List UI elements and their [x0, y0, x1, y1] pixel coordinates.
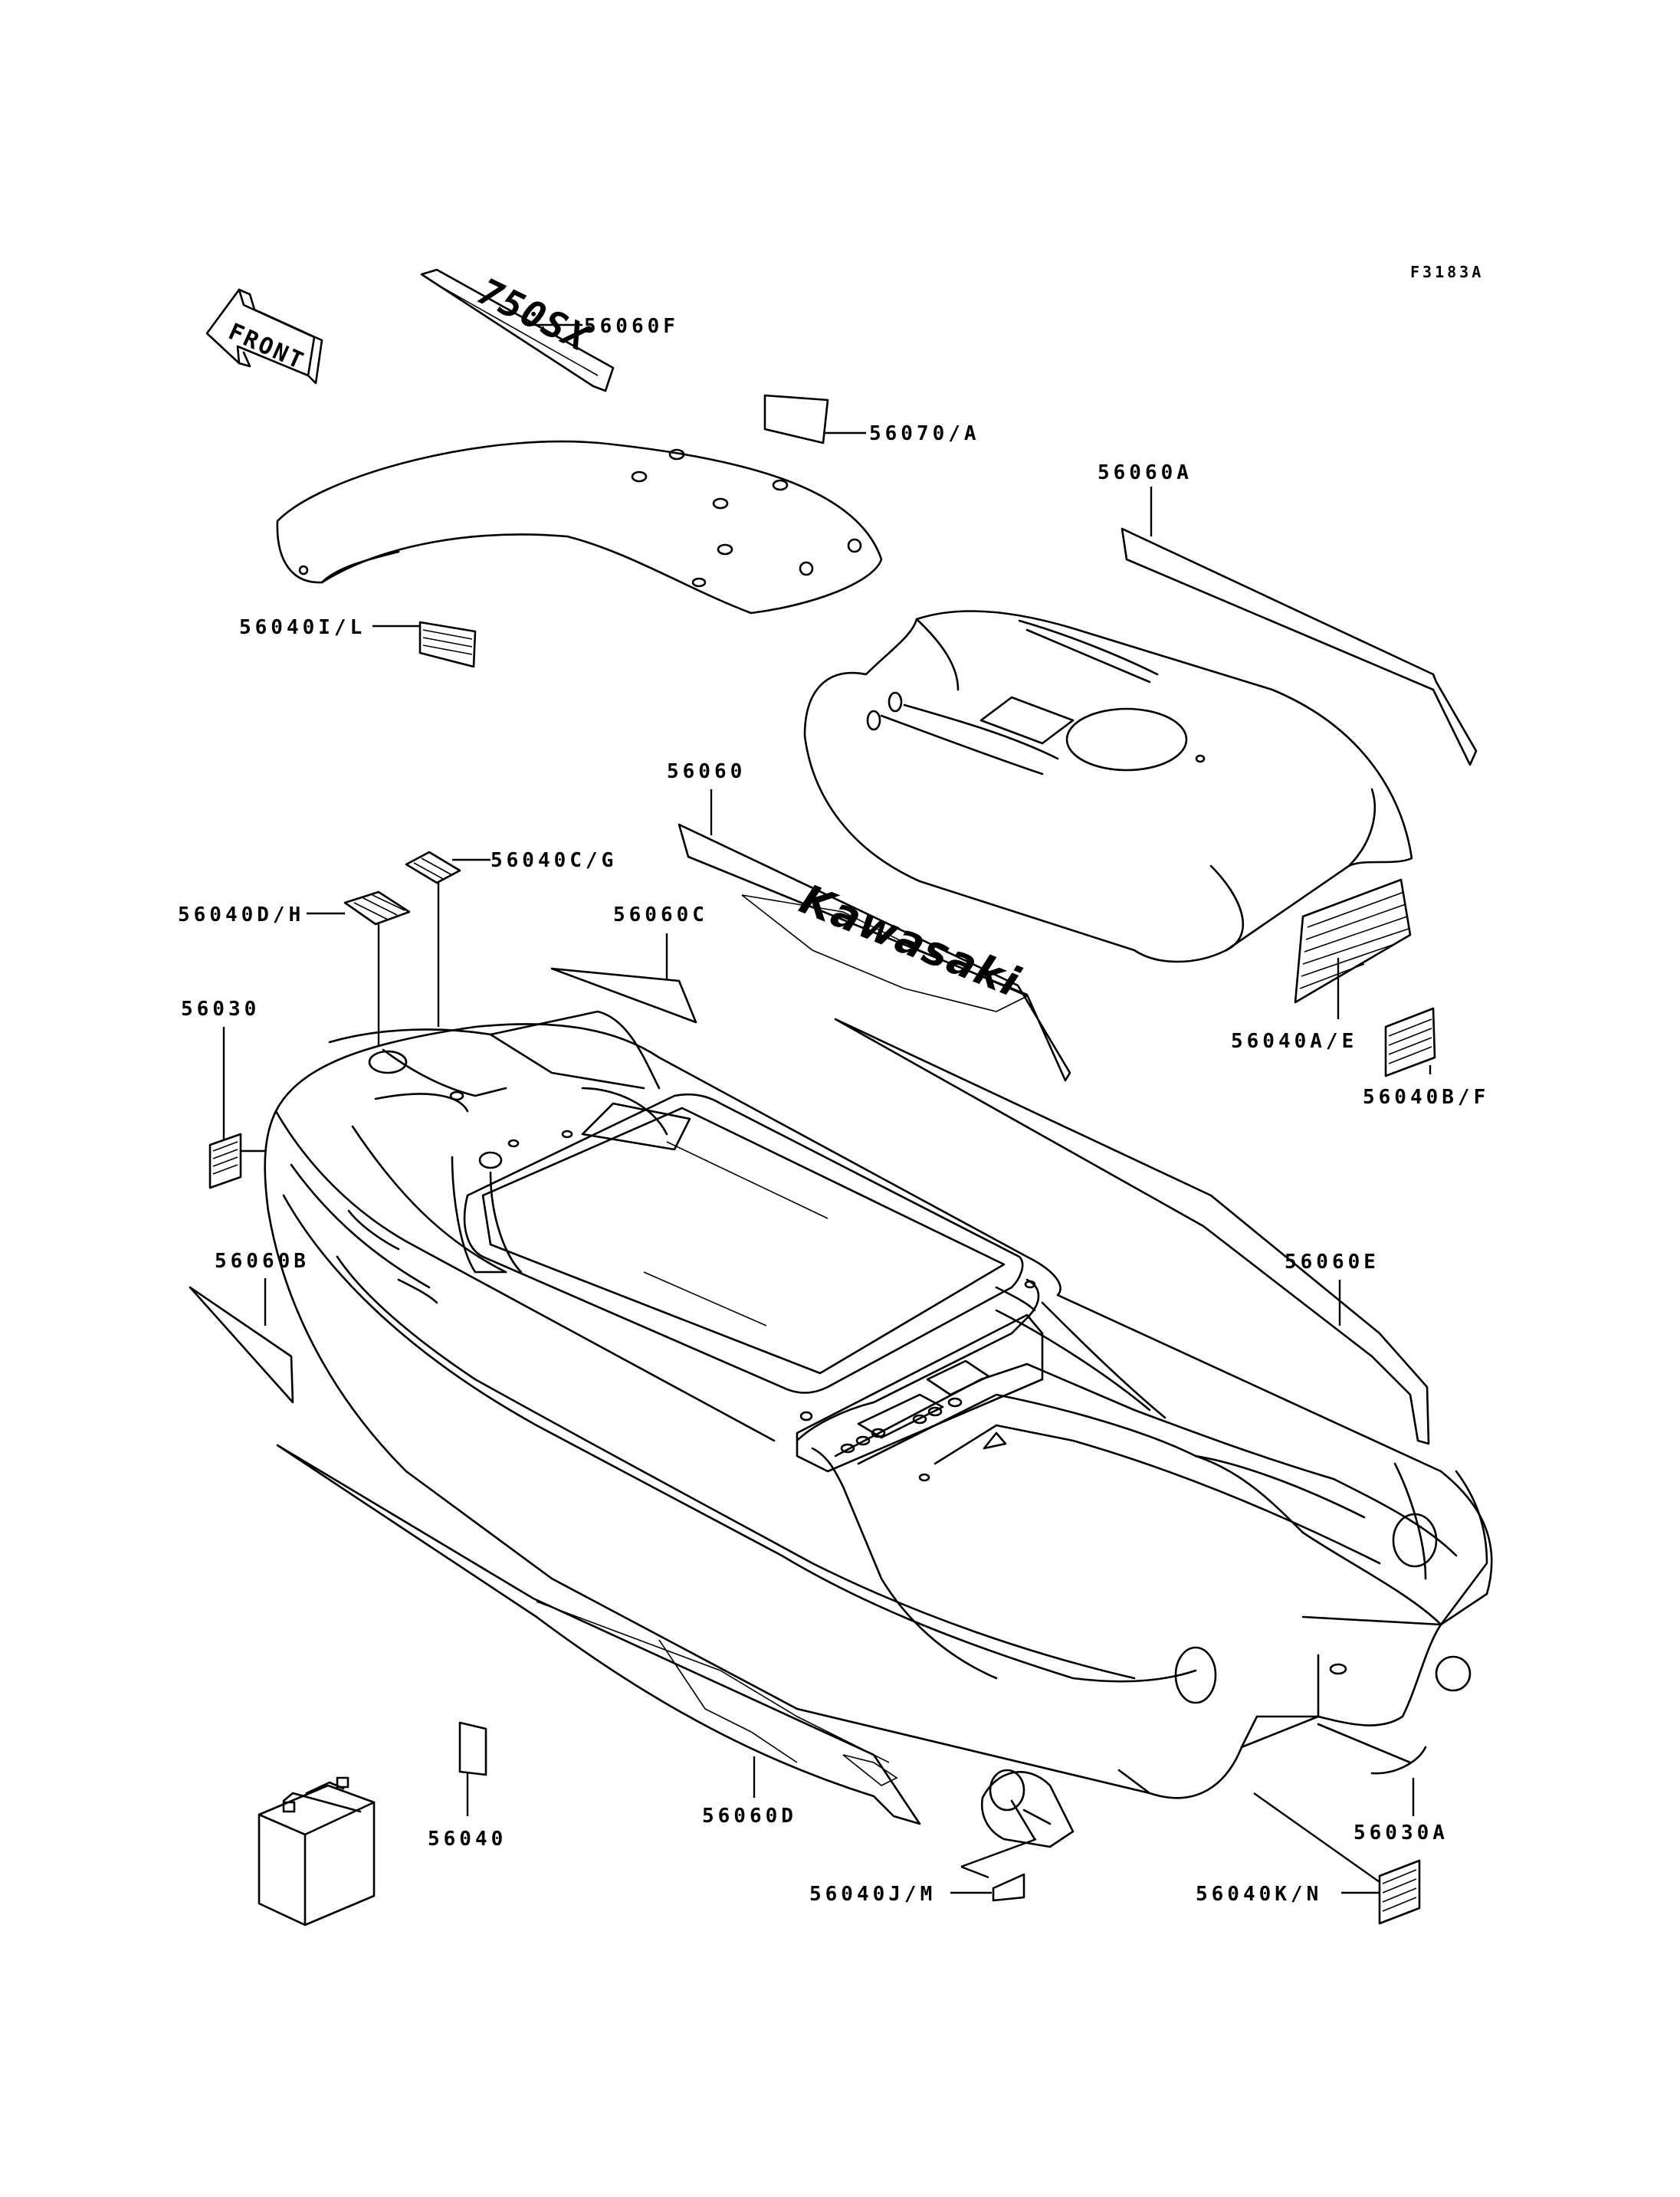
- part-number-56030: 56030: [181, 998, 260, 1021]
- part-number-56040JM: 56040J/M: [809, 1883, 936, 1906]
- part-number-56060E: 56060E: [1285, 1251, 1380, 1274]
- front-arrow-icon: FRONT: [205, 288, 323, 385]
- part-number-56060B: 56060B: [215, 1250, 310, 1273]
- decal-56030: [208, 1133, 242, 1189]
- seat-cover: [276, 440, 883, 615]
- part-number-56060F: 56060F: [584, 315, 679, 338]
- stripe-56060A: [1121, 527, 1478, 766]
- tube-56030A: [1370, 1746, 1427, 1775]
- part-number-56030A: 56030A: [1354, 1822, 1449, 1844]
- part-number-56040IL: 56040I/L: [239, 616, 366, 639]
- decal-56040IL: [418, 621, 477, 668]
- part-number-56070A: 56070/A: [869, 422, 980, 445]
- decal-56040DH: [343, 890, 411, 926]
- pump-grommet: [980, 1769, 1075, 1848]
- decal-56060C: [550, 967, 697, 1024]
- decal-56040JM: [992, 1873, 1025, 1902]
- part-number-56040DH: 56040D/H: [178, 903, 304, 926]
- part-number-56040AE: 56040A/E: [1231, 1030, 1357, 1053]
- decal-56040AE: [1294, 878, 1412, 1004]
- part-number-56040: 56040: [428, 1828, 507, 1851]
- part-number-56040CG: 56040C/G: [491, 849, 617, 872]
- figure-code: F3183A: [1410, 263, 1484, 281]
- stripe-56060E: [834, 1018, 1430, 1445]
- decal-56040BF: [1384, 1007, 1436, 1077]
- decal-56060F: 750SX: [420, 268, 615, 392]
- battery: [258, 1776, 376, 1926]
- decal-56040: [458, 1721, 487, 1776]
- part-number-56060A: 56060A: [1098, 461, 1193, 484]
- decal-56060B: [189, 1286, 294, 1404]
- part-number-56060C: 56060C: [613, 903, 708, 926]
- part-number-56040KN: 56040K/N: [1196, 1883, 1322, 1906]
- part-number-56060D: 56060D: [702, 1805, 797, 1828]
- hull: [264, 1010, 1493, 1799]
- decal-56040CG: [405, 851, 461, 884]
- part-number-56060: 56060: [667, 760, 746, 783]
- decal-56040KN: [1378, 1859, 1421, 1925]
- stripe-56060D: [276, 1444, 921, 1825]
- hood: [803, 610, 1413, 963]
- decal-56070A: [763, 394, 829, 444]
- part-number-56040BF: 56040B/F: [1363, 1086, 1489, 1109]
